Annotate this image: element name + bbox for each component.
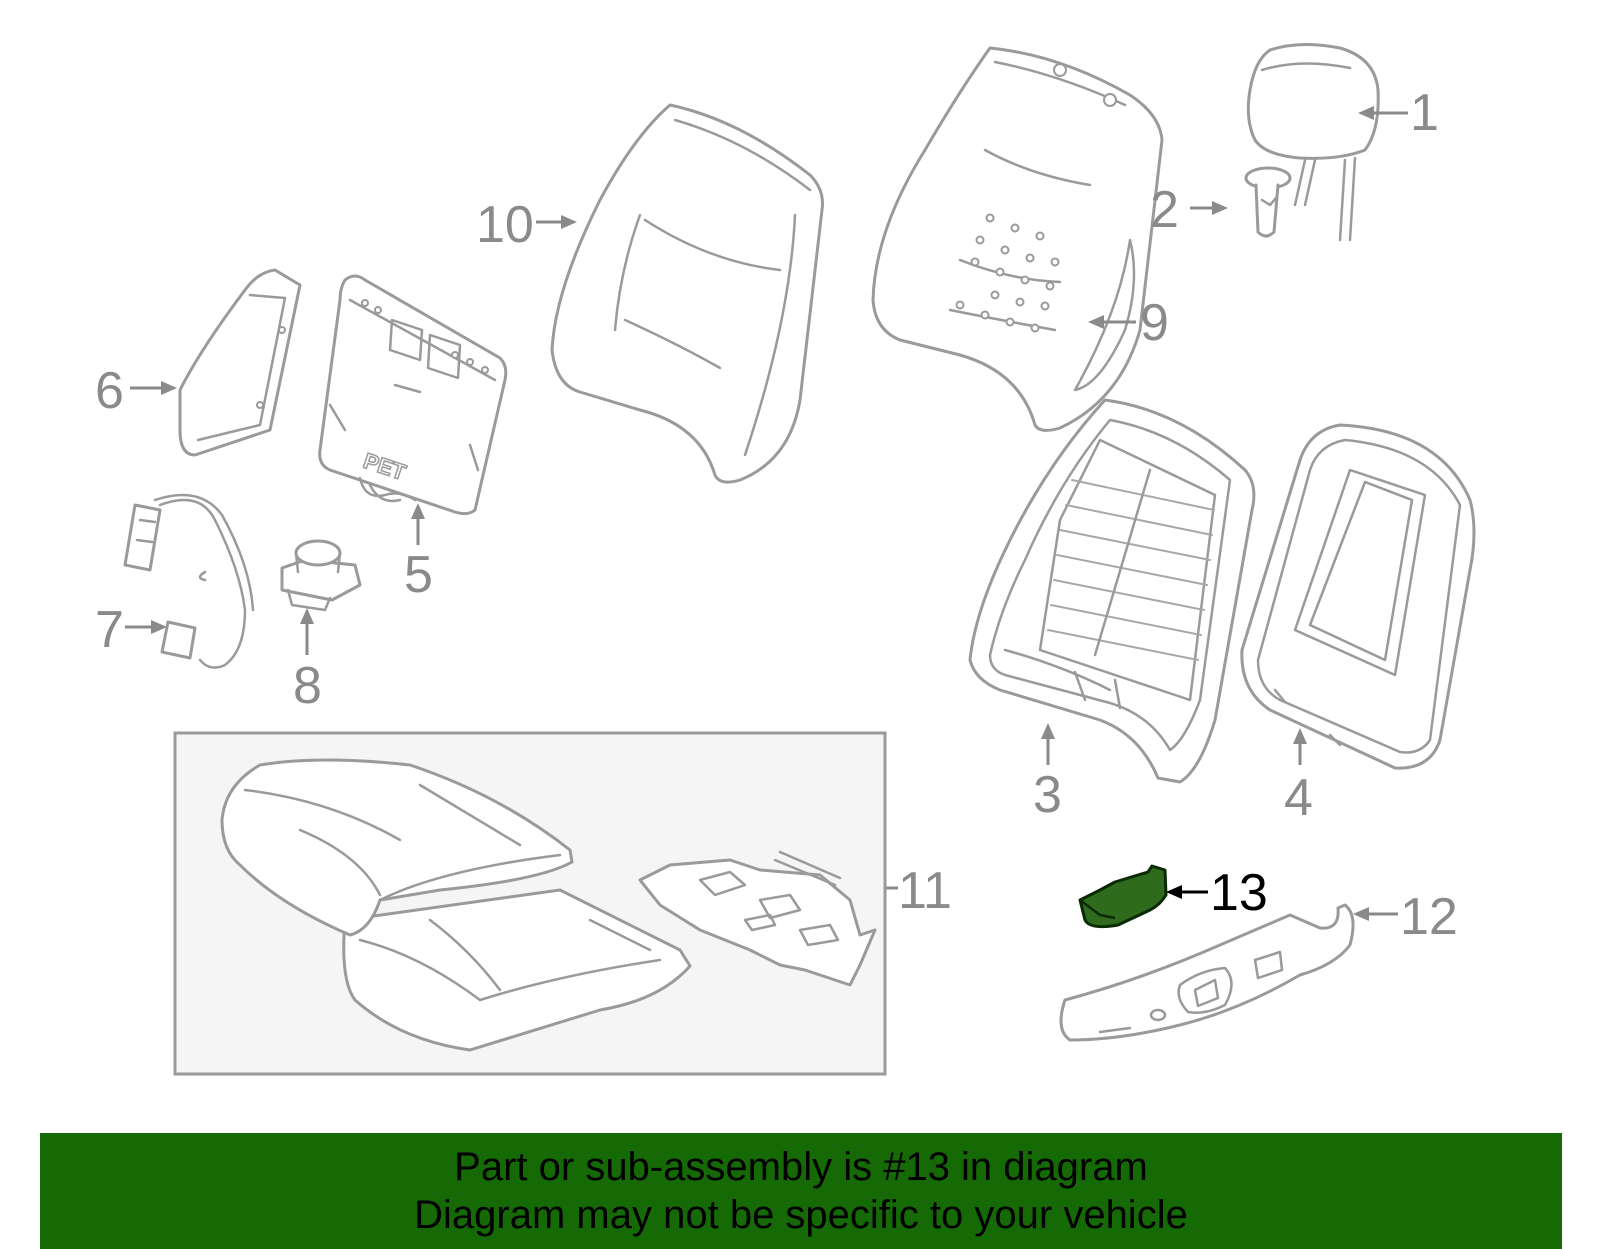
callout-3[interactable]: 3 [1033, 766, 1062, 824]
part-12-side-trim[interactable] [1059, 903, 1355, 1042]
part-4-rear-panel[interactable] [1240, 423, 1476, 770]
callout-8[interactable]: 8 [293, 657, 322, 715]
part-10-backrest-pad[interactable] [550, 103, 824, 484]
part-1-headrest[interactable] [1246, 42, 1380, 242]
callout-9[interactable]: 9 [1140, 294, 1169, 352]
callout-5[interactable]: 5 [404, 546, 433, 604]
part-2-headrest-guide[interactable] [1244, 166, 1292, 238]
callout-11[interactable]: 11 [898, 862, 952, 920]
banner-line-disclaimer: Diagram may not be specific to your vehi… [414, 1193, 1188, 1237]
part-13-highlighted-trim-cap[interactable] [1078, 864, 1168, 929]
part-5-heater-pad[interactable]: PET [318, 274, 508, 516]
leader-lines [125, 106, 1408, 921]
part-11-seat-cushion[interactable] [220, 758, 877, 1052]
part-8-switch-module[interactable] [280, 539, 362, 612]
callout-7[interactable]: 7 [95, 601, 124, 659]
part-6-side-panel[interactable] [178, 268, 302, 457]
callout-6[interactable]: 6 [95, 362, 124, 420]
part-info-banner: Part or sub-assembly is #13 in diagram D… [40, 1133, 1562, 1249]
perforation-pattern [955, 213, 1060, 333]
callout-1[interactable]: 1 [1410, 84, 1439, 142]
part-3-backrest-frame[interactable] [968, 398, 1256, 784]
banner-line-part-number: Part or sub-assembly is #13 in diagram [454, 1145, 1148, 1189]
part-9-backrest-cover[interactable] [871, 46, 1164, 432]
callout-10[interactable]: 10 [476, 196, 534, 254]
part-7-wiring-harness[interactable] [123, 493, 255, 669]
callout-2[interactable]: 2 [1150, 181, 1179, 239]
callout-12[interactable]: 12 [1400, 888, 1458, 946]
callout-13[interactable]: 13 [1210, 864, 1268, 922]
callout-4[interactable]: 4 [1284, 769, 1313, 827]
